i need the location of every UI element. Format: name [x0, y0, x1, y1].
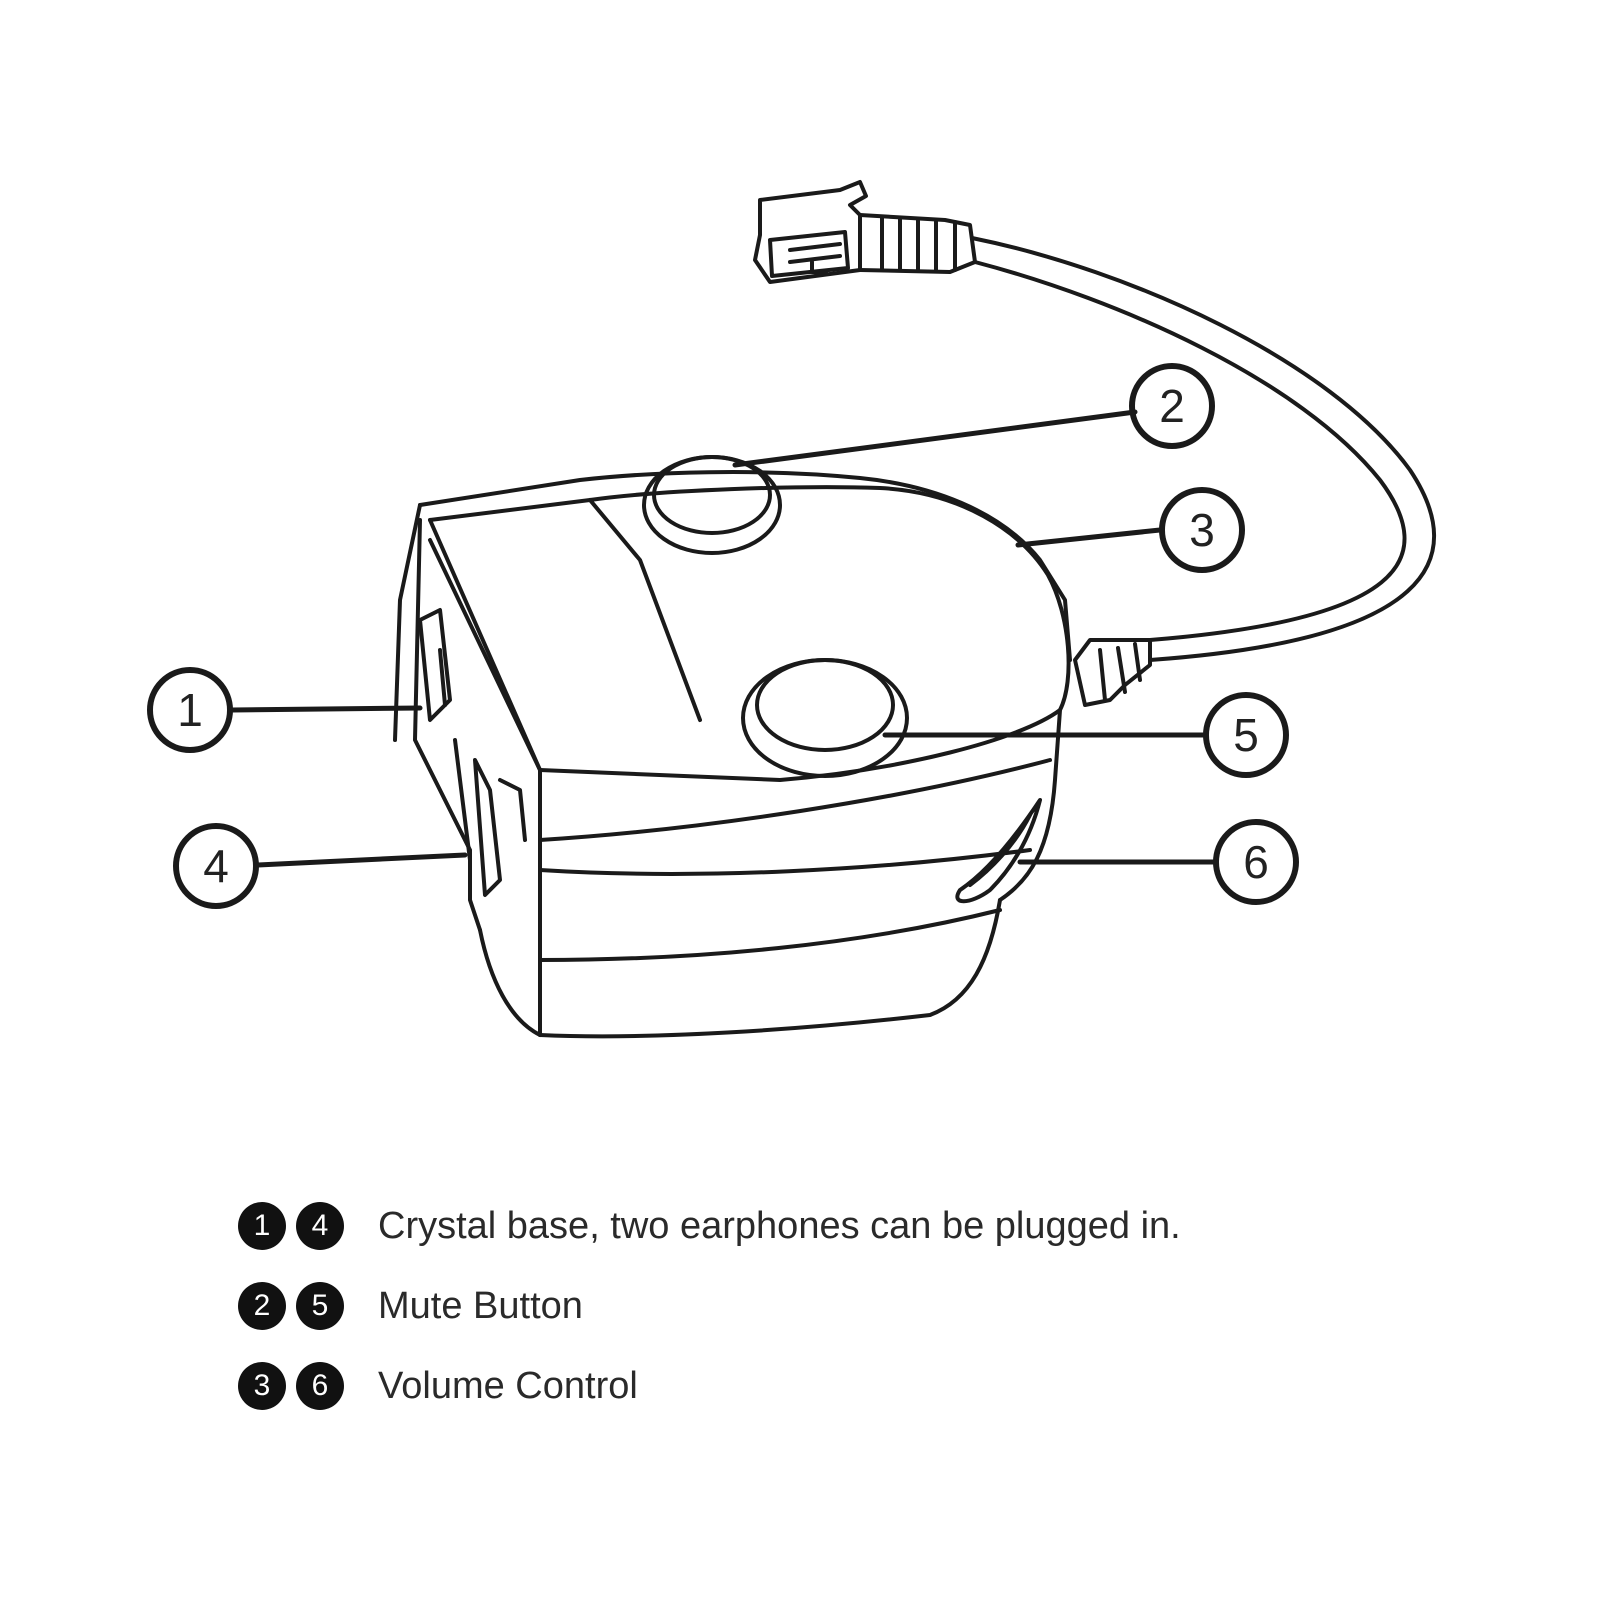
callout-3: 3	[1189, 504, 1215, 556]
rj-plug	[753, 180, 977, 284]
mute-button-top	[642, 455, 782, 555]
legend-badge: 4	[296, 1202, 344, 1250]
legend-row-mute-button: 2 5 Mute Button	[238, 1280, 1438, 1332]
legend-badge: 5	[296, 1282, 344, 1330]
callout-3-circle	[1159, 487, 1245, 573]
legend-badge: 6	[296, 1362, 344, 1410]
legend-badge: 1	[238, 1202, 286, 1250]
callout-2-circle	[1129, 363, 1215, 449]
callout-4: 4	[203, 840, 229, 892]
callout-2: 2	[1159, 380, 1185, 432]
legend-row-volume-control: 3 6 Volume Control	[238, 1360, 1438, 1412]
callout-4-circle	[173, 823, 259, 909]
legend-row-crystal-base: 1 4 Crystal base, two earphones can be p…	[238, 1200, 1438, 1252]
legend-badge: 3	[238, 1362, 286, 1410]
callout-5-circle	[1203, 692, 1289, 778]
callout-1: 1	[177, 684, 203, 736]
legend: 1 4 Crystal base, two earphones can be p…	[238, 1200, 1438, 1440]
callout-1-circle	[147, 667, 233, 753]
legend-badge: 2	[238, 1282, 286, 1330]
legend-text: Mute Button	[378, 1284, 583, 1327]
legend-text: Volume Control	[378, 1364, 638, 1407]
cable	[970, 236, 1436, 707]
mute-button-front	[741, 658, 909, 778]
legend-text: Crystal base, two earphones can be plugg…	[378, 1204, 1181, 1247]
leader-lines	[229, 409, 1218, 868]
callout-6: 6	[1243, 836, 1269, 888]
callout-6-circle	[1213, 819, 1299, 905]
device-body	[393, 470, 1072, 1039]
callout-5: 5	[1233, 709, 1259, 761]
